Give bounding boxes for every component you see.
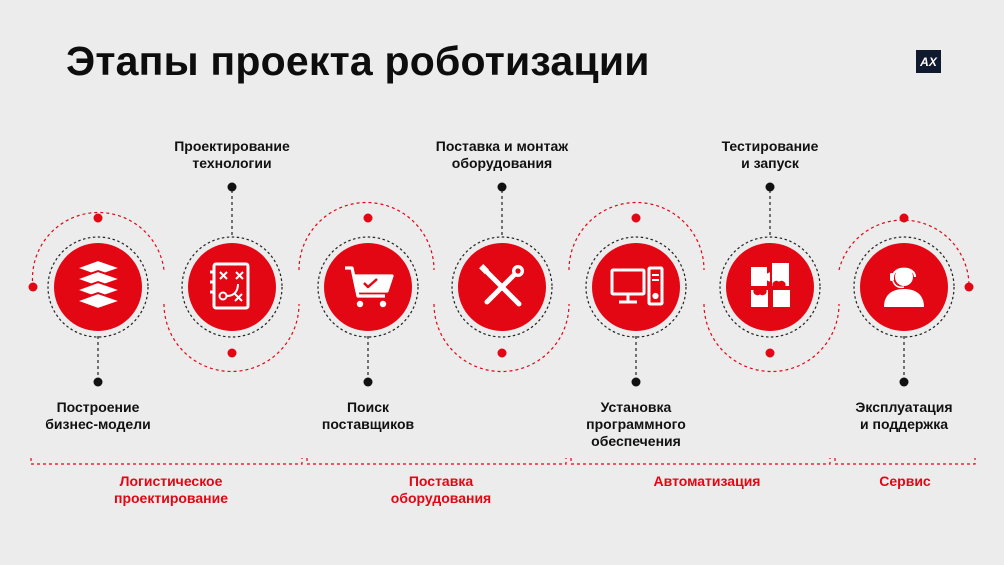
group-label: Автоматизация	[653, 473, 761, 489]
shopping-cart-icon	[345, 266, 394, 308]
connector-arcs	[31, 201, 970, 373]
arc-dot	[631, 213, 641, 223]
arc-dot	[497, 348, 507, 358]
arc-dot	[227, 348, 237, 358]
puzzle-icon	[749, 261, 792, 309]
arc-dot	[765, 348, 775, 358]
leader-dots	[93, 182, 909, 387]
leader-lines	[97, 190, 905, 380]
computer-icon	[610, 266, 664, 306]
page-title: Этапы проекта роботизации	[66, 38, 650, 84]
stage-2-circle	[181, 236, 283, 338]
stage-5-circle	[585, 236, 687, 338]
books-icon	[73, 258, 125, 311]
company-logo: AX	[916, 50, 941, 73]
arc-dot	[363, 213, 373, 223]
arc-dot	[93, 213, 103, 223]
arc-dot	[28, 282, 38, 292]
arc-dot	[899, 213, 909, 223]
arc-dots	[28, 213, 974, 358]
support-agent-icon	[884, 267, 924, 307]
group-label: Сервис	[879, 473, 931, 489]
strategy-board-icon	[210, 262, 250, 310]
arc-dot	[964, 282, 974, 292]
group-brackets	[30, 458, 976, 465]
wrench-screwdriver-icon	[479, 264, 524, 307]
